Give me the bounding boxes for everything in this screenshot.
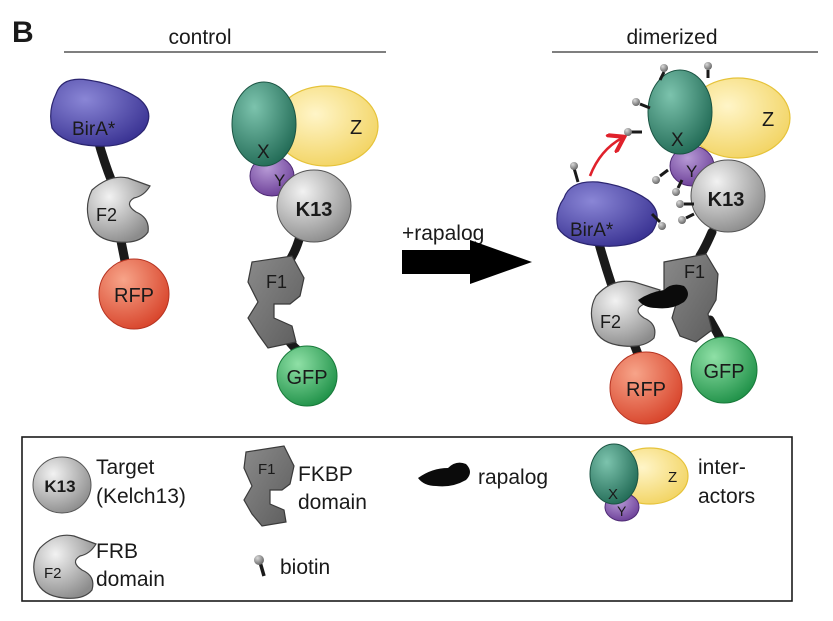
legend-f1-label: F1 bbox=[258, 461, 276, 478]
legend-frb-line1: FRB bbox=[96, 540, 138, 563]
dim-gfp-domain-shape bbox=[690, 336, 758, 404]
biotin-icon bbox=[676, 200, 694, 208]
legend-inter-line2: actors bbox=[698, 485, 755, 508]
rapalog-arrow: +rapalog bbox=[402, 222, 532, 284]
header-dimerized: dimerized bbox=[626, 26, 717, 49]
legend-biotin-label: biotin bbox=[280, 556, 330, 579]
legend-border bbox=[21, 436, 793, 602]
f2-label: F2 bbox=[96, 205, 117, 225]
biotin-icon bbox=[650, 212, 666, 230]
gfp-label: GFP bbox=[286, 367, 327, 389]
legend-rapalog-label: rapalog bbox=[478, 466, 548, 489]
rfp-domain-shape bbox=[98, 258, 170, 330]
legend-frb-swatch bbox=[33, 534, 97, 599]
legend-x-label: X bbox=[608, 486, 618, 503]
biotin-icon bbox=[570, 162, 580, 183]
control-fkbp-construct: Z Y X K13 F1 GFP bbox=[231, 81, 379, 407]
legend-x-swatch bbox=[589, 443, 639, 505]
dim-biotin-pins bbox=[570, 62, 712, 230]
legend-item-frb: F2 FRB domain bbox=[33, 534, 165, 599]
legend-item-target: K13 Target (Kelch13) bbox=[32, 456, 186, 514]
x-interactor-shape bbox=[231, 81, 297, 167]
biotinylation-arrow bbox=[588, 138, 622, 177]
legend-y-label: Y bbox=[617, 503, 627, 519]
legend-k13-swatch bbox=[32, 456, 92, 514]
legend-fkbp-line1: FKBP bbox=[298, 463, 353, 486]
legend-f2-label: F2 bbox=[44, 565, 62, 582]
k13-label: K13 bbox=[296, 199, 333, 221]
dim-y-label: Y bbox=[686, 162, 697, 181]
biotin-icon bbox=[632, 98, 651, 110]
dim-linker-k13-f1 bbox=[695, 227, 717, 261]
header-control: control bbox=[168, 26, 231, 49]
panel-label: B bbox=[12, 16, 34, 49]
legend-z-label: Z bbox=[668, 469, 677, 486]
biotin-icon bbox=[652, 168, 669, 184]
dimerized-complex: Z Y X K13 F1 F2 BirA* RFP GFP bbox=[556, 62, 791, 425]
dim-rfp-domain-shape bbox=[609, 351, 683, 425]
dim-rfp-label: RFP bbox=[626, 379, 666, 401]
legend-box: K13 Target (Kelch13) F1 FKBP domain rapa… bbox=[21, 436, 793, 602]
legend-inter-line1: inter- bbox=[698, 456, 746, 479]
legend-fkbp-line2: domain bbox=[298, 491, 367, 514]
legend-target-line1: Target bbox=[96, 456, 155, 479]
dim-bira-domain-shape bbox=[556, 181, 658, 247]
biotin-icon bbox=[678, 212, 695, 224]
legend-item-rapalog: rapalog bbox=[418, 462, 548, 489]
legend-k13-label: K13 bbox=[44, 477, 75, 496]
dim-k13-label: K13 bbox=[708, 189, 745, 211]
biotin-icon bbox=[704, 62, 712, 78]
k13-target-shape bbox=[276, 169, 352, 243]
legend-fkbp-swatch bbox=[243, 445, 295, 527]
dim-x-interactor-shape bbox=[647, 69, 713, 155]
dim-linker-bira-f2 bbox=[593, 235, 617, 291]
big-arrow-icon bbox=[402, 240, 532, 284]
x-label: X bbox=[257, 142, 270, 163]
frb-domain-shape bbox=[86, 176, 151, 243]
bira-label: BirA* bbox=[72, 119, 116, 140]
gfp-domain-shape bbox=[276, 345, 338, 407]
bira-domain-shape bbox=[50, 78, 150, 147]
dim-rapalog-shape bbox=[638, 284, 688, 309]
legend-rapalog-swatch bbox=[418, 462, 470, 487]
biotin-icon bbox=[624, 128, 642, 136]
dim-f1-label: F1 bbox=[684, 262, 705, 282]
control-frb-construct: BirA* F2 RFP bbox=[50, 78, 170, 330]
legend-item-fkbp: F1 FKBP domain bbox=[243, 445, 367, 527]
dim-gfp-label: GFP bbox=[703, 361, 744, 383]
rapalog-arrow-label: +rapalog bbox=[402, 222, 484, 245]
legend-item-biotin: biotin bbox=[254, 555, 330, 579]
y-label: Y bbox=[274, 171, 285, 190]
legend-target-line2: (Kelch13) bbox=[96, 485, 186, 508]
legend-item-interactors: Z Y X inter- actors bbox=[589, 443, 755, 522]
f1-label: F1 bbox=[266, 272, 287, 292]
dim-z-label: Z bbox=[762, 109, 774, 131]
dim-f2-label: F2 bbox=[600, 312, 621, 332]
fkbp-domain-shape bbox=[247, 255, 305, 349]
legend-biotin-icon bbox=[254, 555, 266, 577]
biotin-icon bbox=[672, 179, 684, 196]
z-label: Z bbox=[350, 117, 362, 139]
dim-k13-target-shape bbox=[690, 159, 766, 233]
biotin-icon bbox=[658, 64, 668, 81]
legend-frb-line2: domain bbox=[96, 568, 165, 591]
rfp-label: RFP bbox=[114, 285, 154, 307]
dim-bira-label: BirA* bbox=[570, 220, 614, 241]
dim-x-label: X bbox=[671, 130, 684, 151]
